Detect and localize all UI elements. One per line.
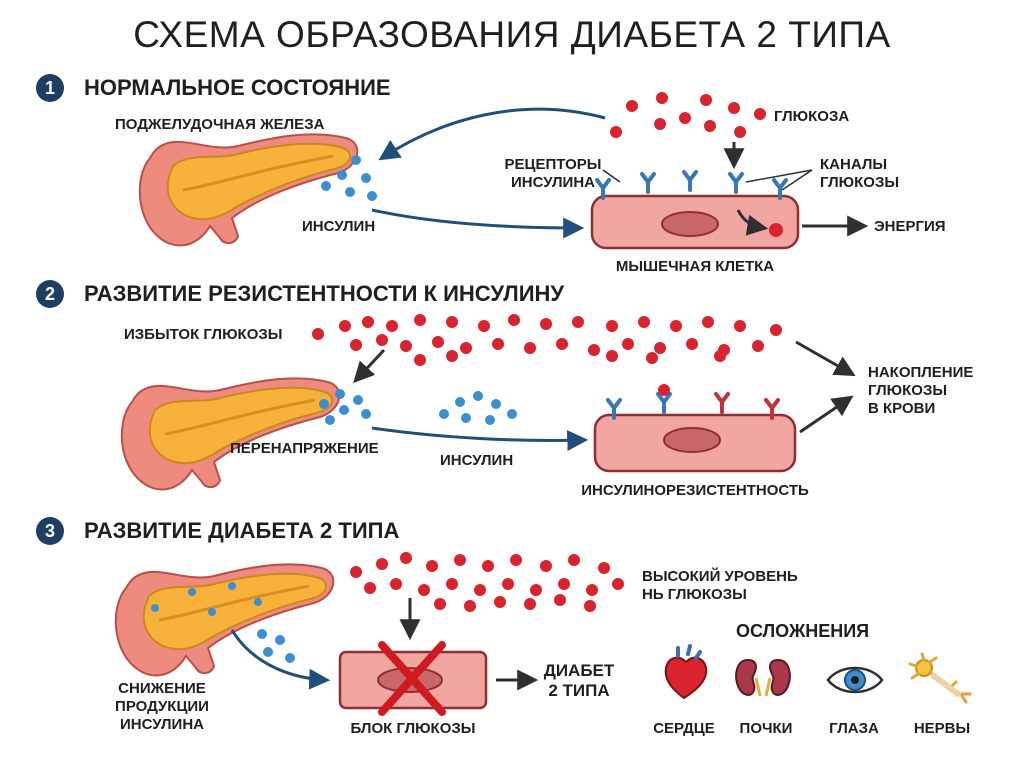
complication-nerves-label: НЕРВЫ bbox=[913, 720, 971, 737]
pancreas-label: ПОДЖЕЛУДОЧНАЯ ЖЕЛЕЗА bbox=[115, 116, 325, 133]
heart-icon bbox=[664, 644, 708, 700]
section-2-number: 2 bbox=[36, 280, 64, 308]
glucose-dots-3 bbox=[350, 552, 624, 612]
section-1-graphics bbox=[138, 92, 869, 250]
diabetes-label-1: ДИАБЕТ bbox=[543, 661, 615, 680]
section-2-title: РАЗВИТИЕ РЕЗИСТЕНТНОСТИ К ИНСУЛИНУ bbox=[84, 281, 565, 306]
glucose-label: ГЛЮКОЗА bbox=[774, 108, 850, 125]
section-3-title: РАЗВИТИЕ ДИАБЕТА 2 ТИПА bbox=[84, 518, 400, 543]
reduction-label-3: ИНСУЛИНА bbox=[120, 716, 204, 733]
section-2-graphics bbox=[120, 314, 856, 491]
section-1-number: 1 bbox=[36, 74, 64, 102]
energy-label: ЭНЕРГИЯ bbox=[874, 218, 946, 235]
pancreas-icon-2 bbox=[120, 376, 341, 491]
block-cross-icon bbox=[378, 641, 446, 716]
nerve-icon bbox=[908, 652, 972, 704]
receptors-label-1: РЕЦЕПТОРЫ bbox=[504, 156, 602, 173]
complication-eyes-label: ГЛАЗА bbox=[829, 720, 879, 737]
accumulation-label-1: НАКОПЛЕНИЕ bbox=[868, 364, 974, 381]
pancreas-icon-3 bbox=[114, 562, 335, 677]
section-1-title: НОРМАЛЬНОЕ СОСТОЯНИЕ bbox=[84, 75, 391, 100]
section-3-number: 3 bbox=[36, 517, 64, 545]
glucose-dots-1 bbox=[610, 92, 766, 138]
reduction-label-1: СНИЖЕНИЕ bbox=[118, 680, 206, 697]
muscle-cell-label: МЫШЕЧНАЯ КЛЕТКА bbox=[615, 258, 775, 275]
reduction-label-2: ПРОДУКЦИИ bbox=[115, 698, 209, 715]
insulin-label-1: ИНСУЛИН bbox=[302, 218, 376, 235]
eye-icon bbox=[826, 666, 884, 694]
channels-label-1: КАНАЛЫ bbox=[820, 156, 888, 173]
glucose-dots-2 bbox=[312, 314, 782, 366]
high-level-label-2: НЬ ГЛЮКОЗЫ bbox=[642, 586, 747, 603]
insulin-label-2: ИНСУЛИН bbox=[440, 452, 514, 469]
channels-label-2: ГЛЮКОЗЫ bbox=[820, 174, 900, 191]
overstrain-label: ПЕРЕНАПРЯЖЕНИЕ bbox=[230, 440, 379, 457]
section-3-graphics bbox=[114, 552, 972, 716]
resistance-label: ИНСУЛИНОРЕЗИСТЕНТНОСТЬ bbox=[581, 482, 809, 499]
high-level-label-1: ВЫСОКИЙ УРОВЕНЬ bbox=[642, 568, 798, 585]
excess-glucose-label: ИЗБЫТОК ГЛЮКОЗЫ bbox=[124, 326, 283, 343]
kidneys-icon bbox=[735, 658, 791, 697]
glucose-block-label: БЛОК ГЛЮКОЗЫ bbox=[350, 720, 476, 737]
insulin-dots-2 bbox=[319, 389, 517, 425]
accumulation-label-3: В КРОВИ bbox=[868, 400, 936, 417]
complications-label: ОСЛОЖНЕНИЯ bbox=[736, 621, 870, 641]
page-title: СХЕМА ОБРАЗОВАНИЯ ДИАБЕТА 2 ТИПА bbox=[133, 14, 891, 55]
diabetes-label-2: 2 ТИПА bbox=[548, 681, 610, 700]
complication-kidneys-label: ПОЧКИ bbox=[739, 720, 793, 737]
insulin-dots-1 bbox=[321, 155, 377, 201]
receptors-label-2: ИНСУЛИНА bbox=[511, 174, 595, 191]
complication-heart-label: СЕРДЦЕ bbox=[653, 720, 715, 737]
accumulation-label-2: ГЛЮКОЗЫ bbox=[868, 382, 948, 399]
